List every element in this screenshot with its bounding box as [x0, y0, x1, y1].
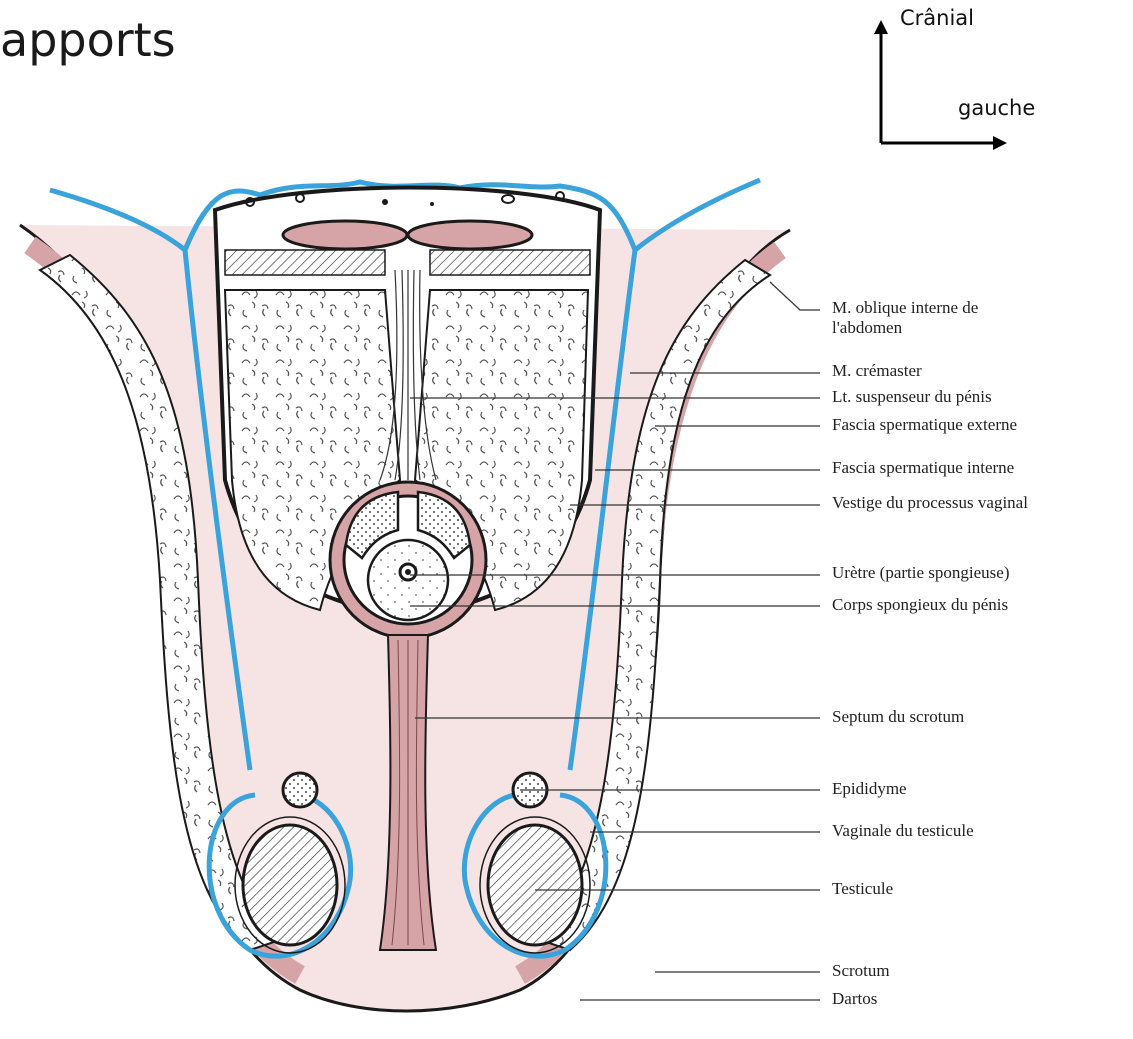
- label-oblique-interne: M. oblique interne de l'abdomen: [832, 298, 978, 338]
- right-muscle-oval: [408, 221, 532, 249]
- label-corps-spongieux: Corps spongieux du pénis: [832, 595, 1008, 615]
- slide-title: apports: [0, 14, 176, 66]
- label-vaginale: Vaginale du testicule: [832, 821, 974, 841]
- top-vessel-4: [430, 202, 434, 206]
- urethra-lumen: [405, 569, 411, 575]
- scrotum-cross-section-illustration: [0, 150, 815, 1030]
- label-dartos: Dartos: [832, 989, 877, 1009]
- label-septum: Septum du scrotum: [832, 707, 964, 727]
- orientation-up-label: Crânial: [900, 6, 974, 30]
- label-vestige-vaginal: Vestige du processus vaginal: [832, 493, 1028, 513]
- label-epididyme: Epididyme: [832, 779, 907, 799]
- left-hatched-bar: [225, 250, 385, 275]
- label-fascia-interne: Fascia spermatique interne: [832, 458, 1014, 478]
- left-epididymis: [283, 773, 317, 807]
- label-suspenseur: Lt. suspenseur du pénis: [832, 387, 992, 407]
- label-cremaster: M. crémaster: [832, 361, 922, 381]
- left-muscle-oval: [283, 221, 407, 249]
- right-hatched-bar: [430, 250, 590, 275]
- label-fascia-externe: Fascia spermatique externe: [832, 415, 1017, 435]
- top-vessel-3: [382, 199, 388, 205]
- right-epididymis: [513, 773, 547, 807]
- orientation-right-label: gauche: [958, 96, 1035, 120]
- orientation-indicator: Crânial gauche: [870, 0, 1020, 160]
- label-testicule: Testicule: [832, 879, 893, 899]
- label-uretre: Urètre (partie spongieuse): [832, 563, 1009, 583]
- left-testis: [243, 825, 337, 945]
- label-scrotum: Scrotum: [832, 961, 890, 981]
- right-testis: [488, 825, 582, 945]
